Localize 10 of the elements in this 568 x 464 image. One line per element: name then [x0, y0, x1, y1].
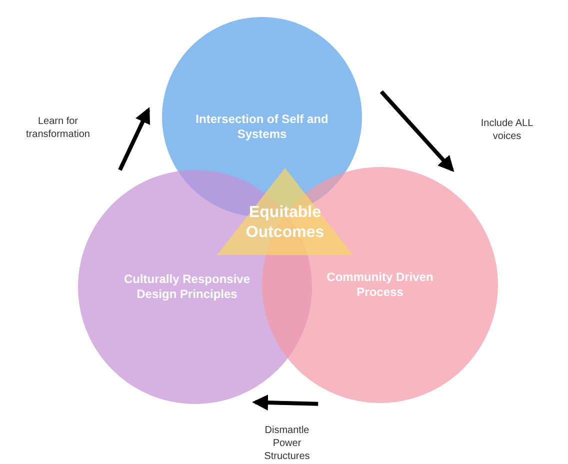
arrow: [252, 394, 318, 411]
edge-label: Include ALL voices: [480, 117, 534, 143]
node-label: Culturally Responsive Design Principles: [122, 272, 252, 302]
arrow: [380, 90, 454, 172]
node-label: Equitable Outcomes: [244, 203, 326, 243]
node-label: Community Driven Process: [326, 270, 434, 300]
node-label: Intersection of Self and Systems: [194, 112, 330, 142]
arrow: [118, 107, 150, 171]
edge-label: Dismantle Power Structures: [263, 424, 311, 463]
edge-label: Learn for transformation: [25, 115, 91, 141]
